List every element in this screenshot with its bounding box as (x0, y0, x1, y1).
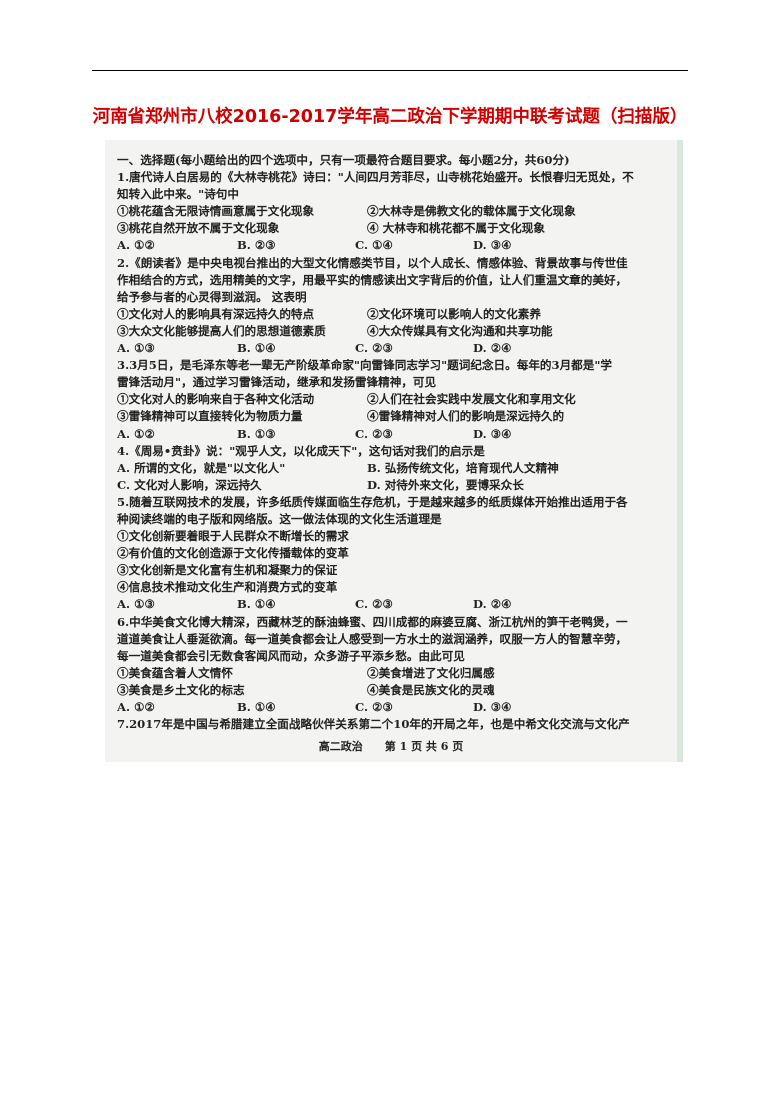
option-row: ①桃花蕴含无限诗情画意属于文化现象 ②大林寺是佛教文化的载体属于文化现象 (117, 203, 677, 220)
choice: C. ②③ (355, 426, 393, 441)
option: D. 对待外来文化，要博采众长 (367, 477, 524, 492)
option: A. 所谓的文化，就是"以文化人" (117, 460, 286, 475)
option-row: ③美食是乡土文化的标志 ④美食是民族文化的灵魂 (117, 682, 677, 699)
answer-choices: A. ①② B. ①④ C. ②③ D. ③④ (117, 699, 677, 716)
choice: D. ③④ (473, 426, 512, 441)
choice: B. ①④ (237, 341, 276, 356)
option-row: ①美食蕴含着人文情怀 ②美食增进了文化归属感 (117, 665, 677, 682)
option-row: ③大众文化能够提高人们的思想道德素质 ④大众传媒具有文化沟通和共享功能 (117, 323, 677, 340)
choice: A. ①② (117, 238, 155, 253)
choice: C. ①④ (355, 238, 393, 253)
option: ②文化环境可以影响人的文化素养 (367, 306, 541, 321)
option-row: C. 文化对人影响，深远持久 D. 对待外来文化，要博采众长 (117, 477, 677, 494)
option: ③文化创新是文化富有生机和凝聚力的保证 (117, 563, 338, 578)
choice: D. ③④ (473, 700, 512, 714)
choice: A. ①② (117, 700, 155, 714)
option: ②有价值的文化创造源于文化传播载体的变革 (117, 546, 349, 561)
question-text: 1.唐代诗人白居易的《大林寺桃花》诗曰："人间四月芳菲尽，山寺桃花始盛开。长恨春… (117, 170, 634, 185)
question-text: 6.中华美食文化博大精深，西藏林芝的酥油蜂蜜、四川成都的麻婆豆腐、浙江杭州的笋干… (117, 614, 628, 629)
option: ④ 大林寺和桃花都不属于文化现象 (367, 221, 545, 236)
choice: D. ②④ (473, 341, 512, 356)
choice: D. ②④ (473, 597, 512, 612)
option-row: ③桃花自然开放不属于文化现象 ④ 大林寺和桃花都不属于文化现象 (117, 220, 677, 237)
scanned-exam-page: 一、选择题(每小题给出的四个选项中，只有一项最符合题目要求。每小题2分，共60分… (105, 140, 683, 762)
option: ③雷锋精神可以直接转化为物质力量 (117, 409, 303, 424)
answer-choices: A. ①② B. ①③ C. ②③ D. ③④ (117, 426, 677, 443)
option: ③美食是乡土文化的标志 (117, 682, 245, 697)
section-heading: 一、选择题(每小题给出的四个选项中，只有一项最符合题目要求。每小题2分，共60分… (117, 153, 570, 167)
choice: C. ②③ (355, 700, 393, 714)
option: ④美食是民族文化的灵魂 (367, 682, 495, 697)
option: ①美食蕴含着人文情怀 (117, 665, 233, 680)
option: C. 文化对人影响，深远持久 (117, 477, 262, 492)
page-footer: 高二政治 第 1 页 共 6 页 (318, 740, 464, 753)
question-text: 道道美食让人垂涎欲滴。每一道美食都会让人感受到一方水土的滋润涵养，叹服一方人的智… (117, 631, 628, 646)
question-text: 雷锋活动月"，通过学习雷锋活动，继承和发扬雷锋精神，可见 (117, 375, 437, 390)
option: ④雷锋精神对人们的影响是深远持久的 (367, 409, 565, 424)
question-text: 作相结合的方式，选用精美的文字，用最平实的情感读出文字背后的价值，让人们重温文章… (117, 272, 628, 287)
question-text: 7.2017年是中国与希腊建立全面战略伙伴关系第二个10年的开局之年，也是中希文… (117, 717, 630, 732)
choice: D. ③④ (473, 238, 512, 253)
option: ①桃花蕴含无限诗情画意属于文化现象 (117, 204, 315, 219)
choice: B. ①③ (237, 426, 276, 441)
header-rule (92, 70, 688, 71)
option-row: ①文化对人的影响来自于各种文化活动 ②人们在社会实践中发展文化和享用文化 (117, 391, 677, 408)
option-row: ③雷锋精神可以直接转化为物质力量 ④雷锋精神对人们的影响是深远持久的 (117, 408, 677, 425)
option: ②人们在社会实践中发展文化和享用文化 (367, 392, 576, 407)
document-title: 河南省郑州市八校2016-2017学年高二政治下学期期中联考试题（扫描版） (92, 107, 688, 127)
answer-choices: A. ①③ B. ①④ C. ②③ D. ②④ (117, 596, 677, 613)
question-text: 4.《周易•贲卦》说："观乎人文，以化成天下"，这句话对我们的启示是 (117, 443, 485, 458)
question-text: 每一道美食都会引无数食客闻风而动，众多游子平添乡愁。由此可见 (117, 648, 465, 663)
option: ②美食增进了文化归属感 (367, 665, 495, 680)
option: ①文化对人的影响具有深远持久的特点 (117, 306, 315, 321)
option: ④信息技术推动文化生产和消费方式的变革 (117, 580, 338, 595)
choice: C. ②③ (355, 597, 393, 612)
choice: C. ②③ (355, 341, 393, 356)
answer-choices: A. ①③ B. ①④ C. ②③ D. ②④ (117, 340, 677, 357)
question-text: 2.《朗读者》是中央电视台推出的大型文化情感类节目，以个人成长、情感体验、背景故… (117, 255, 628, 270)
option-row: A. 所谓的文化，就是"以文化人" B. 弘扬传统文化，培育现代人文精神 (117, 460, 677, 477)
option-row: ①文化对人的影响具有深远持久的特点 ②文化环境可以影响人的文化素养 (117, 306, 677, 323)
option: B. 弘扬传统文化，培育现代人文精神 (367, 460, 559, 475)
choice: B. ①④ (237, 597, 276, 612)
choice: B. ②③ (237, 238, 276, 253)
choice: B. ①④ (237, 700, 276, 714)
choice: A. ①③ (117, 341, 155, 356)
choice: A. ①③ (117, 597, 155, 612)
answer-choices: A. ①② B. ②③ C. ①④ D. ③④ (117, 237, 677, 254)
question-text: 5.随着互联网技术的发展，许多纸质传媒面临生存危机，于是越来越多的纸质媒体开始推… (117, 494, 628, 509)
option: ④大众传媒具有文化沟通和共享功能 (367, 323, 553, 338)
option: ③大众文化能够提高人们的思想道德素质 (117, 323, 326, 338)
question-text: 种阅读终端的电子版和网络版。这一做法体现的文化生活道理是 (117, 511, 442, 526)
option: ①文化创新要着眼于人民群众不断增长的需求 (117, 529, 349, 544)
choice: A. ①② (117, 426, 155, 441)
option: ①文化对人的影响来自于各种文化活动 (117, 392, 315, 407)
option: ②大林寺是佛教文化的载体属于文化现象 (367, 204, 576, 219)
question-text: 3.3月5日，是毛泽东等老一辈无产阶级革命家"向雷锋同志学习"题词纪念日。每年的… (117, 358, 612, 373)
exam-content: 一、选择题(每小题给出的四个选项中，只有一项最符合题目要求。每小题2分，共60分… (117, 152, 677, 733)
option: ③桃花自然开放不属于文化现象 (117, 221, 280, 236)
question-text: 知转入此中来。"诗句中 (117, 187, 239, 202)
question-text: 给予参与者的心灵得到滋润。 这表明 (117, 289, 307, 304)
